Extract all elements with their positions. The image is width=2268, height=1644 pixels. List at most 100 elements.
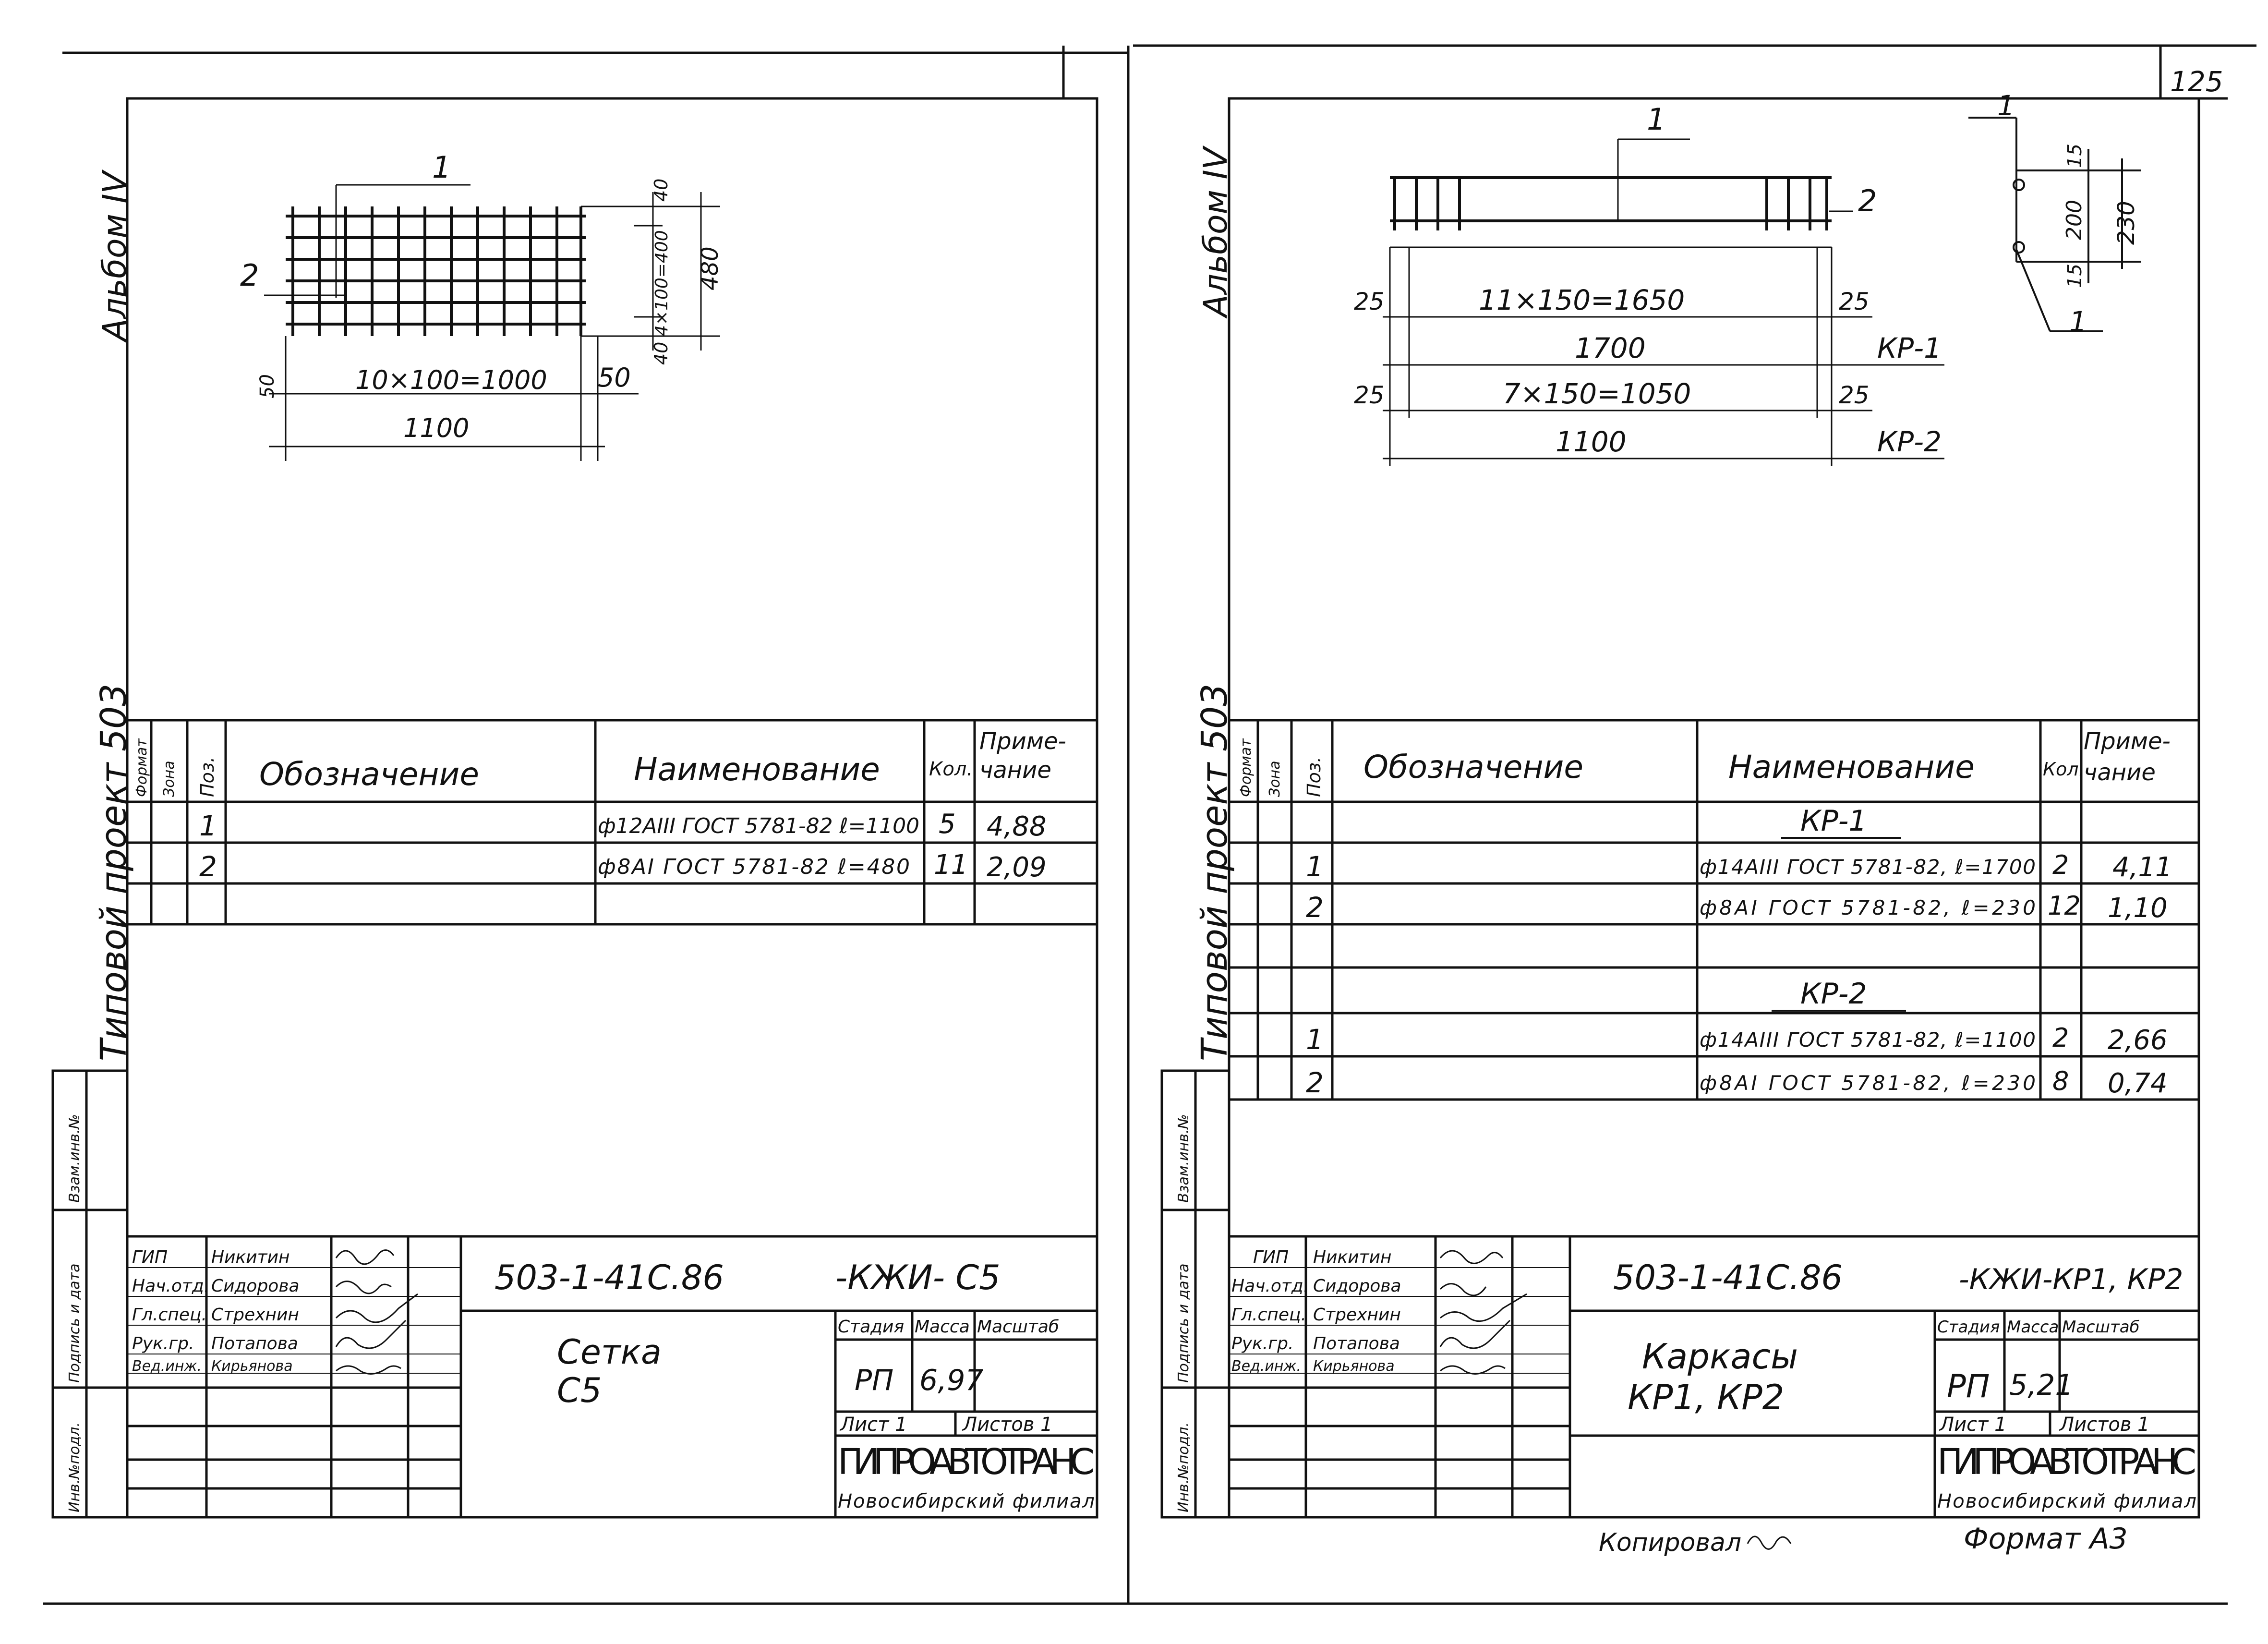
cage-dim-kp2-span: 7×150=1050 — [1503, 377, 1691, 410]
project-label-right: Типовой проект 503 — [1194, 684, 1235, 1061]
stamp-role-ruk-right: Рук.гр. — [1231, 1334, 1293, 1354]
cage-dim-25c: 25 — [1354, 381, 1385, 409]
mesh-dimension-lines — [264, 184, 720, 461]
mesh-dim-total: 1100 — [403, 413, 469, 443]
stamp-role-nach-right: Нач.отд. — [1231, 1276, 1309, 1296]
section-dim-230: 230 — [2113, 201, 2140, 245]
spec-g1-row2-pos: 2 — [1306, 891, 1324, 924]
stamp-role-ved: Вед.инж. — [132, 1358, 202, 1375]
left-sheet: Альбом IV Типовой проект 503 Инв.№подл. … — [51, 97, 1098, 1519]
spec-head-qty: Кол. — [929, 758, 973, 780]
side-stamp-replace-right: Взам.инв.№ — [1175, 1114, 1192, 1203]
spec-head-note-right-2: чание — [2084, 759, 2156, 786]
stamp-role-ved-right: Вед.инж. — [1231, 1358, 1301, 1375]
spec-g1-row2-name: ф8АI ГОСТ 5781-82, ℓ=230 — [1700, 896, 2036, 919]
stamp-col-scale: Масштаб — [977, 1317, 1059, 1337]
spec-row1-note: 4,88 — [987, 811, 1047, 842]
side-stamp-sign-right: Подпись и дата — [1175, 1264, 1192, 1383]
stamp-name-5-right: Кирьянова — [1313, 1358, 1395, 1375]
spec-head-qty-right: Кол. — [2043, 759, 2085, 780]
stamp-stage-right: РП — [1947, 1368, 1990, 1405]
cage-label-kp2: КР-2 — [1877, 425, 1942, 458]
spec-head-name-right: Наименование — [1728, 749, 1975, 786]
signatures-right — [1439, 1250, 1527, 1375]
stamp-name-1: Никитин — [211, 1247, 290, 1267]
spec-row2-name: ф8АI ГОСТ 5781-82 ℓ=480 — [598, 855, 910, 879]
mesh-drawing — [286, 206, 586, 336]
cage-dim-25a: 25 — [1354, 288, 1385, 315]
spec-head-zone-right: Зона — [1267, 761, 1283, 797]
sheet-border — [43, 44, 2256, 1605]
cage-pos1: 1 — [1647, 102, 1665, 137]
spec-g1-row1-note: 4,11 — [2112, 852, 2172, 883]
stamp-code: 503-1-41С.86 — [495, 1258, 724, 1297]
stamp-sheet-right: Лист 1 — [1939, 1414, 2007, 1436]
spec-g2-row2-qty: 8 — [2052, 1066, 2069, 1096]
spec-row2-qty: 11 — [934, 849, 968, 881]
mesh-dim-end: 50 — [598, 363, 631, 393]
spec-g1-row1-qty: 2 — [2052, 850, 2069, 880]
side-stamp-replace: Взам.инв.№ — [66, 1114, 83, 1203]
side-stamp-sign: Подпись и дата — [66, 1264, 83, 1383]
cage-dim-25d: 25 — [1839, 381, 1870, 409]
stamp-role-glspec: Гл.спец. — [132, 1305, 207, 1325]
cage-section — [1968, 117, 2141, 332]
cage-dimension-lines — [1383, 138, 1944, 466]
stamp-col-stage-right: Стадия — [1937, 1318, 2000, 1337]
spec-head-pos-right: Поз. — [1303, 757, 1325, 797]
side-stamp-inv-right: Инв.№подл. — [1175, 1422, 1192, 1512]
album-label: Альбом IV — [96, 169, 134, 343]
stamp-branch: Новосибирский филиал — [838, 1490, 1095, 1512]
spec-row1-name: ф12АIII ГОСТ 5781-82 ℓ=1100 — [598, 814, 919, 838]
stamp-col-stage: Стадия — [838, 1317, 904, 1337]
stamp-role-gip-right: ГИП — [1253, 1247, 1289, 1267]
spec-head-designation-right: Обозначение — [1363, 749, 1583, 786]
stamp-mark: -КЖИ- С5 — [835, 1258, 1001, 1297]
spec-row2-pos: 2 — [199, 850, 217, 883]
spec-g2-row2-note: 0,74 — [2108, 1068, 2168, 1099]
spec-head-designation: Обозначение — [259, 756, 479, 793]
stamp-branch-right: Новосибирский филиал — [1937, 1490, 2196, 1512]
spec-g1-row1-name: ф14АIII ГОСТ 5781-82, ℓ=1700 — [1700, 855, 2036, 879]
stamp-sheet: Лист 1 — [839, 1414, 907, 1436]
stamp-role-nach: Нач.отд. — [132, 1276, 209, 1296]
mesh-dim-span: 10×100=1000 — [355, 365, 547, 395]
mesh-dim-bottom: 40 — [651, 342, 672, 365]
spec-g2-row1-qty: 2 — [2052, 1023, 2069, 1053]
spec-head-name: Наименование — [634, 751, 880, 788]
spec-row1-qty: 5 — [939, 809, 956, 840]
section-pos1-top: 1 — [1997, 89, 2015, 122]
cage-dim-kp1-span: 11×150=1650 — [1479, 284, 1685, 316]
side-stamp-inv: Инв.№подл. — [66, 1422, 83, 1512]
album-label-right: Альбом IV — [1197, 145, 1235, 319]
cage-drawing — [1390, 176, 1832, 230]
cage-dim-kp2-total: 1100 — [1556, 425, 1627, 458]
stamp-name-2: Сидорова — [211, 1276, 300, 1296]
stamp-mass: 6,97 — [919, 1364, 984, 1397]
spec-head-note: Приме- — [979, 728, 1066, 755]
page-number: 125 — [2170, 65, 2223, 98]
spec-g2-row2-pos: 2 — [1306, 1066, 1324, 1099]
title-block-right — [1229, 1235, 2199, 1517]
stamp-name-4: Потапова — [211, 1334, 298, 1354]
stamp-title-2-right: КР1, КР2 — [1628, 1377, 1784, 1417]
stamp-org-right: ГИПРОАВТОТРАНС — [1937, 1441, 2196, 1483]
stamp-code-right: 503-1-41С.86 — [1613, 1258, 1843, 1297]
signatures-left — [335, 1249, 418, 1375]
spec-g2-row1-name: ф14АIII ГОСТ 5781-82, ℓ=1100 — [1700, 1028, 2036, 1052]
section-pos1-bottom: 1 — [2069, 305, 2087, 338]
spec-g2-row2-name: ф8АI ГОСТ 5781-82, ℓ=230 — [1700, 1071, 2036, 1095]
stamp-role-ruk: Рук.гр. — [132, 1334, 194, 1354]
section-dim-15a: 15 — [2064, 144, 2086, 168]
stamp-col-mass: Масса — [915, 1317, 970, 1337]
cage-dim-25b: 25 — [1839, 288, 1870, 315]
mesh-dim-left: 50 — [256, 374, 278, 399]
cage-label-kp1: КР-1 — [1877, 332, 1942, 364]
stamp-name-3-right: Стрехнин — [1313, 1305, 1401, 1325]
stamp-name-2-right: Сидорова — [1313, 1276, 1401, 1296]
spec-table-left — [127, 719, 1097, 926]
stamp-col-mass-right: Масса — [2007, 1318, 2059, 1337]
stamp-name-3: Стрехнин — [211, 1305, 299, 1325]
project-label: Типовой проект 503 — [93, 684, 134, 1061]
